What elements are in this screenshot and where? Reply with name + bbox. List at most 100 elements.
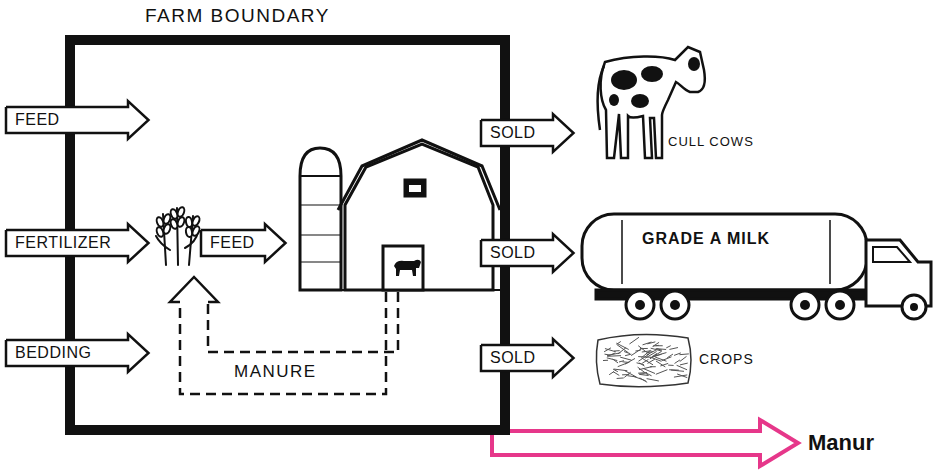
hay-bale — [668, 365, 673, 366]
milk-truck — [835, 300, 845, 310]
milk-truck — [910, 303, 918, 311]
annotation-text: Manur — [806, 430, 876, 455]
milk-truck — [873, 247, 910, 262]
label-anchor: CROPS — [697, 350, 756, 368]
cull-cow — [597, 66, 604, 130]
manure-export-arrow — [492, 420, 798, 466]
hay-bale — [596, 334, 691, 386]
silo — [300, 175, 341, 177]
arrow-label: FEED — [15, 111, 60, 129]
arrow-label: FEED — [210, 234, 255, 252]
milk-truck — [626, 291, 654, 319]
hay-bale — [635, 350, 640, 352]
label-anchor: GRADE A MILK — [640, 229, 772, 248]
hay-bale — [671, 370, 684, 371]
tank-lettering: GRADE A MILK — [640, 229, 772, 248]
milk-truck — [791, 291, 819, 319]
label-anchor: Manur — [806, 430, 876, 455]
hay-bale — [680, 356, 687, 361]
hay-bale — [674, 353, 681, 355]
barn — [338, 140, 500, 210]
block-arrow-outline — [6, 224, 149, 262]
hay-bale — [646, 352, 653, 354]
cull-cow — [631, 94, 649, 108]
hay-bale — [605, 354, 610, 356]
hay-bale — [622, 361, 629, 363]
label-anchor: CULL COWS — [666, 132, 756, 150]
hay-bale — [638, 367, 648, 375]
wheat-icon — [191, 225, 201, 237]
sold-arrow: SOLD — [480, 113, 575, 153]
sold-arrow: SOLD — [480, 233, 575, 273]
milk-truck — [661, 291, 689, 319]
arrow-label: SOLD — [490, 349, 536, 367]
hay-bale — [680, 363, 688, 365]
cull-cow — [611, 70, 637, 90]
hay-bale — [638, 354, 649, 361]
hay-bale — [648, 359, 655, 363]
barn — [345, 144, 493, 290]
hay-bale — [624, 352, 630, 354]
hay-bale — [617, 377, 624, 379]
arrow-label: FERTILIZER — [15, 234, 111, 252]
hay-bale — [679, 353, 688, 355]
block-arrow-outline — [6, 334, 149, 372]
cull-cow — [688, 57, 700, 71]
block-arrow-outline — [201, 224, 286, 262]
milk-truck — [635, 300, 645, 310]
milk-truck — [582, 214, 867, 290]
hay-bale — [609, 372, 614, 375]
hay-bale — [677, 365, 687, 369]
hay-bale — [604, 348, 611, 352]
hay-bale — [650, 366, 656, 367]
hay-bale — [645, 352, 656, 359]
block-arrow-outline — [481, 339, 574, 377]
hay-bale — [651, 348, 662, 351]
wheat-icon — [155, 206, 200, 265]
milk-truck — [826, 291, 854, 319]
input-arrow: FEED — [5, 100, 150, 140]
hay-bale — [596, 334, 691, 386]
manure-loop — [208, 292, 398, 352]
hay-bale — [656, 361, 665, 367]
milk-truck — [902, 295, 926, 319]
barn — [394, 260, 421, 276]
barn — [405, 180, 425, 196]
hay-bale — [643, 359, 653, 365]
milk-truck — [800, 300, 810, 310]
block-arrow-outline — [481, 234, 574, 272]
block-arrow-outline — [481, 114, 574, 152]
hay-bale — [666, 346, 670, 348]
sold-arrow: SOLD — [480, 338, 575, 378]
milk-truck — [635, 300, 918, 311]
hay-bale — [603, 360, 608, 361]
flow-label: MANURE — [232, 362, 319, 382]
block-arrow-outline — [6, 101, 149, 139]
boundary-heading: FARM BOUNDARY — [145, 5, 330, 27]
silo — [300, 205, 341, 262]
hay-bale — [639, 373, 645, 374]
barn — [330, 289, 500, 291]
hay-bale — [620, 357, 631, 360]
hay-bale — [653, 342, 659, 346]
hay-bale — [674, 375, 687, 377]
barn — [330, 140, 500, 290]
hay-bale — [607, 358, 617, 361]
hay-bale — [624, 372, 630, 377]
input-arrow: BEDDING — [5, 333, 150, 373]
hay-bale — [667, 354, 673, 358]
silo — [300, 148, 341, 290]
arrow-label: SOLD — [490, 124, 536, 142]
label-anchor: MANURE — [232, 362, 319, 382]
hay-bale — [605, 349, 616, 352]
manure-loop — [170, 277, 398, 394]
silo — [300, 148, 341, 290]
feed-arrow: FEED — [200, 223, 287, 263]
milk-truck — [582, 214, 931, 319]
manure-export-arrow — [492, 420, 798, 466]
hay-bale — [647, 379, 659, 381]
hay-bale — [631, 348, 642, 355]
hay-bale — [669, 348, 678, 350]
wheat-icon — [155, 206, 200, 237]
hay-bale — [629, 337, 639, 344]
